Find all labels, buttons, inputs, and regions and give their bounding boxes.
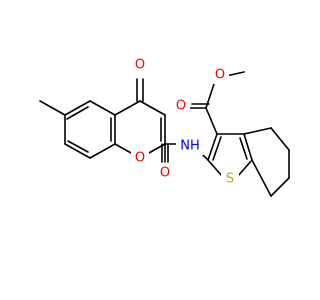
bond bbox=[39, 100, 66, 116]
bond bbox=[239, 137, 248, 160]
bond bbox=[64, 143, 91, 159]
atom-o-amide: O bbox=[160, 166, 170, 181]
bond bbox=[243, 127, 272, 135]
atom-nh: NH bbox=[180, 139, 200, 154]
bond bbox=[251, 159, 272, 197]
molecule-structure: O O O NH O O S bbox=[39, 56, 290, 197]
bond bbox=[270, 127, 290, 151]
bond bbox=[205, 107, 218, 135]
atom-o-ketone: O bbox=[135, 58, 145, 73]
bond bbox=[67, 140, 89, 153]
atom-label-layer: O O O NH O O S bbox=[131, 56, 239, 188]
bond bbox=[212, 136, 222, 161]
atom-o-ester-carbonyl: O bbox=[176, 99, 186, 114]
bond-layer bbox=[39, 71, 290, 197]
atom-s-thiophene: S bbox=[226, 172, 234, 187]
bond bbox=[114, 100, 141, 116]
atom-o-ester-methoxy: O bbox=[215, 68, 225, 83]
bond bbox=[237, 159, 253, 177]
bond bbox=[89, 143, 116, 159]
bond bbox=[66, 106, 89, 120]
bond bbox=[270, 177, 290, 197]
bond bbox=[139, 100, 166, 116]
bond bbox=[89, 100, 116, 116]
bond bbox=[243, 133, 253, 161]
molecule-canvas: O O O NH O O S bbox=[39, 56, 290, 197]
bond bbox=[207, 133, 218, 161]
bond bbox=[64, 100, 91, 116]
atom-o-ring: O bbox=[135, 151, 145, 166]
bond bbox=[207, 159, 223, 177]
